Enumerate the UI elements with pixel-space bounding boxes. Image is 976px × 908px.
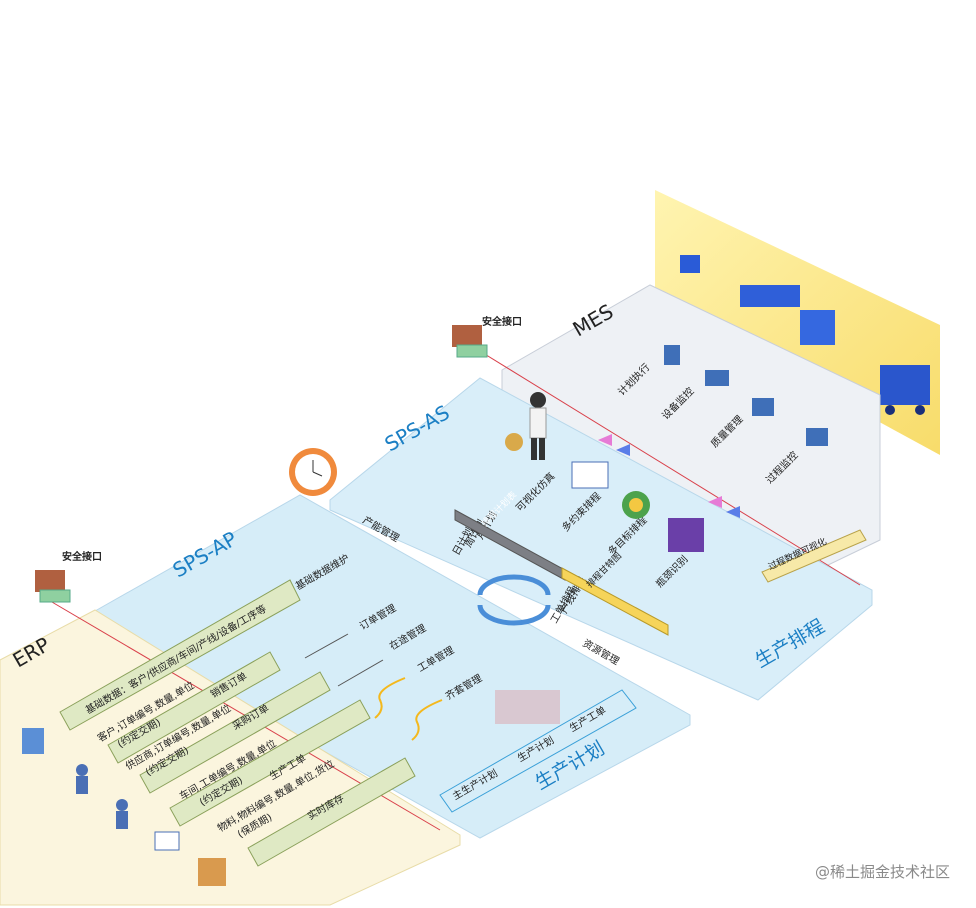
sps-as-panel: [329, 377, 873, 701]
as-icons: [571, 461, 704, 552]
alarm-clock-icon: [289, 448, 337, 496]
erp-icons: [22, 728, 226, 886]
secure-port-left: 安全接口: [35, 550, 102, 603]
cycle-arrows-icon: [477, 574, 551, 626]
watermark: @稀土掘金技术社区: [814, 863, 950, 881]
mes-icons: [664, 345, 828, 446]
as-mes-connectors: [598, 434, 740, 518]
secure-port-left-label: 安全接口: [62, 550, 102, 563]
mes-factory-backdrop: [655, 190, 940, 455]
as-figure: [505, 392, 547, 460]
secure-port-right-label: 安全接口: [482, 315, 522, 328]
secure-port-right: 安全接口: [452, 315, 522, 358]
